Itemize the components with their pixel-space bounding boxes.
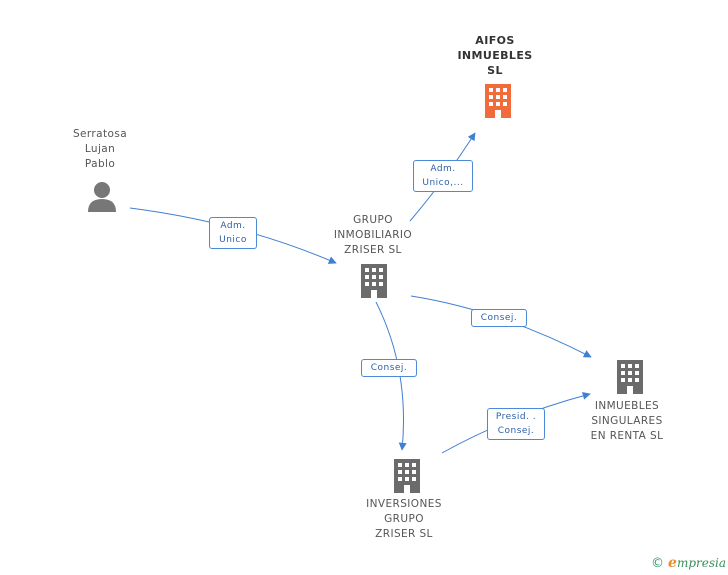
building-icon[interactable] <box>392 459 422 493</box>
building-icon[interactable] <box>359 264 389 298</box>
node-label-zriser[interactable]: GRUPO INMOBILIARIO ZRISER SL <box>333 214 413 256</box>
edge-label-zriser-singulares[interactable]: Consej. <box>471 309 527 327</box>
edge-label-inversiones-singulares[interactable]: Presid. . Consej. <box>487 408 545 440</box>
person-icon[interactable] <box>87 181 117 212</box>
brand-footer: © empresia <box>651 555 726 571</box>
node-label-inversiones[interactable]: INVERSIONES GRUPO ZRISER SL <box>366 498 442 540</box>
edge-label-zriser-aifos[interactable]: Adm. Unico,... <box>413 160 473 192</box>
edge-label-zriser-inversiones[interactable]: Consej. <box>361 359 417 377</box>
node-label-serratosa[interactable]: Serratosa Lujan Pablo <box>72 128 128 170</box>
copyright-icon: © <box>651 555 665 571</box>
brand-logo[interactable]: empresia <box>668 555 726 571</box>
edge-label-serratosa-zriser[interactable]: Adm. Unico <box>209 217 257 249</box>
building-icon[interactable] <box>483 84 513 118</box>
building-icon[interactable] <box>615 360 645 394</box>
node-label-singulares[interactable]: INMUEBLES SINGULARES EN RENTA SL <box>590 400 664 442</box>
node-label-aifos[interactable]: AIFOS INMUEBLES SL <box>457 34 533 77</box>
